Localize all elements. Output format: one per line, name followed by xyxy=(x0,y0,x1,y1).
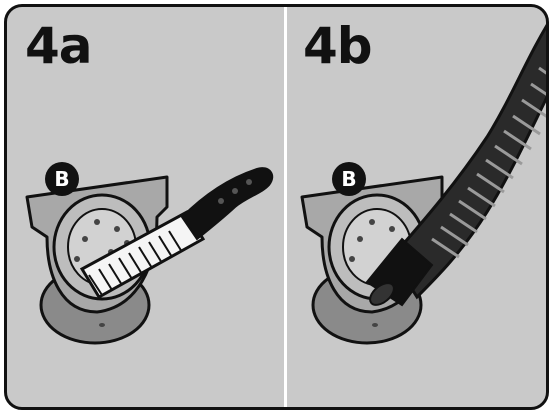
hose-icon xyxy=(366,17,549,309)
panel-label-4b: 4b xyxy=(303,21,372,71)
instruction-frame: 4a B xyxy=(4,4,549,410)
basket-illustration-4b xyxy=(7,7,549,407)
marker-b-badge-4b: B xyxy=(332,162,366,196)
